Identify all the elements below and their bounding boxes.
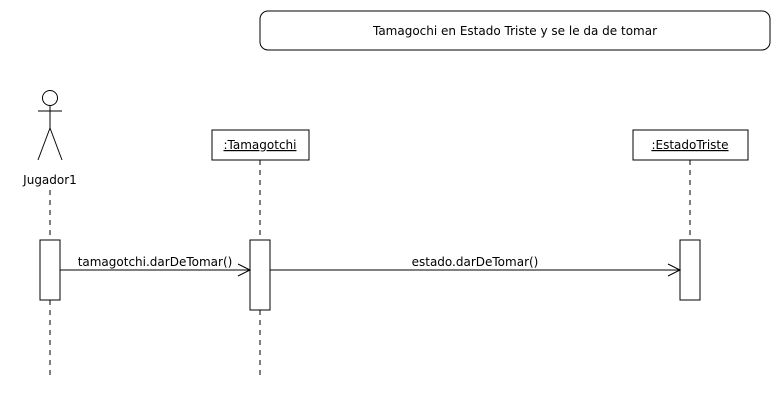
lifeline-tamagotchi: :Tamagotchi <box>211 129 310 161</box>
lifeline-tamagotchi-box <box>211 129 310 161</box>
actor-head <box>42 90 58 106</box>
lifeline-estadotriste: :EstadoTriste <box>632 129 749 161</box>
lifeline-tamagotchi-label: :Tamagotchi <box>224 138 297 152</box>
activation-jugador1 <box>39 239 61 301</box>
actor-label: Jugador1 <box>22 173 77 187</box>
diagram-note: Tamagochi en Estado Triste y se le da de… <box>259 10 771 51</box>
lifeline-estadotriste-label: :EstadoTriste <box>651 138 728 152</box>
activation-tamagotchi <box>249 239 271 311</box>
actor-right-leg <box>49 127 63 161</box>
lifeline-estadotriste-box <box>632 129 749 161</box>
message-2-arrowhead <box>667 263 682 277</box>
note-box <box>259 10 771 51</box>
message-2 <box>270 263 682 277</box>
activation-estadotriste <box>679 239 701 301</box>
message-1 <box>60 263 252 277</box>
actor-left-leg <box>37 127 51 161</box>
message-1-arrowhead <box>237 263 252 277</box>
message-1-label: tamagotchi.darDeTomar() <box>78 255 233 269</box>
actor-jugador1 <box>37 90 63 161</box>
note-text: Tamagochi en Estado Triste y se le da de… <box>372 24 657 38</box>
message-2-label: estado.darDeTomar() <box>412 255 539 269</box>
